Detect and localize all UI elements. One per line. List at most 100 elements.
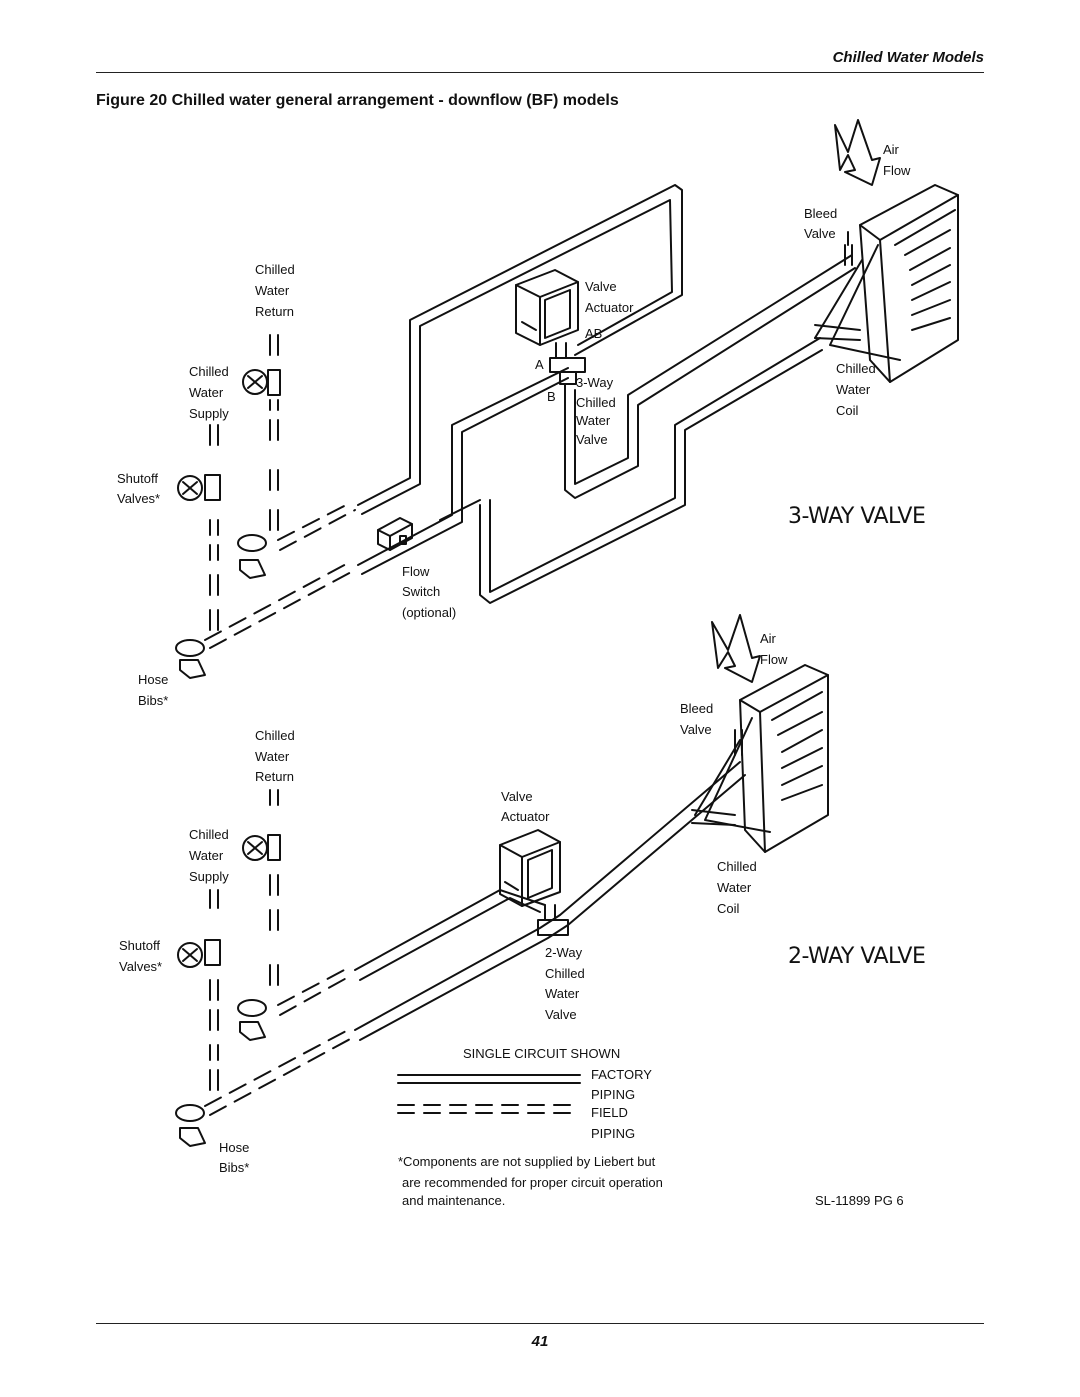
bottom-valve-actuator-label: Valve Actuator [501,789,550,824]
svg-text:Air: Air [883,142,900,157]
svg-text:Valve: Valve [545,1007,577,1022]
svg-text:Supply: Supply [189,406,229,421]
svg-text:Flow: Flow [760,652,788,667]
svg-text:Valve: Valve [585,279,617,294]
svg-text:Water: Water [576,413,611,428]
svg-text:Chilled: Chilled [836,361,876,376]
svg-text:Bibs*: Bibs* [219,1160,249,1175]
bottom-hose-bibs-label: Hose Bibs* [219,1140,249,1175]
top-shutoff-valve-icon [177,369,281,579]
top-field-piping-dashed [204,502,356,649]
svg-text:Flow: Flow [883,163,911,178]
svg-text:Return: Return [255,769,294,784]
legend-field-piping-label: FIELD PIPING [591,1105,635,1141]
page-number: 41 [531,1333,549,1350]
legend-title: SINGLE CIRCUIT SHOWN [463,1046,620,1061]
svg-text:Water: Water [189,848,224,863]
legend-factory-piping-label: FACTORY PIPING [591,1067,652,1102]
footnote: *Components are not supplied by Liebert … [398,1154,663,1208]
flow-switch-icon [377,517,413,551]
svg-text:Valve: Valve [576,432,608,447]
svg-text:Chilled: Chilled [189,827,229,842]
bottom-chilled-water-coil-icon [691,664,829,853]
svg-text:Bibs*: Bibs* [138,693,168,708]
top-air-flow-arrow-icon [834,119,881,186]
two-way-valve-label: 2-Way Chilled Water Valve [545,945,585,1022]
figure-title: Figure 20 Chilled water general arrangem… [96,92,619,109]
svg-text:Hose: Hose [138,672,168,687]
svg-text:Flow: Flow [402,564,430,579]
svg-text:3-Way: 3-Way [576,375,614,390]
svg-text:*Components are not supplied b: *Components are not supplied by Liebert … [398,1154,656,1169]
legend-field-piping-line [397,1104,581,1114]
bottom-shutoff-valves-label: Shutoff Valves* [119,938,162,974]
svg-text:Valve: Valve [501,789,533,804]
section-header-title: Chilled Water Models [832,49,984,66]
bottom-bleed-valve-label: Bleed Valve [680,701,713,737]
svg-text:Coil: Coil [836,403,859,418]
top-air-flow-label: Air Flow [883,142,911,178]
svg-text:Bleed: Bleed [804,206,837,221]
svg-text:Coil: Coil [717,901,740,916]
svg-text:Water: Water [255,283,290,298]
top-chilled-water-supply-label: Chilled Water Supply [189,364,229,421]
svg-text:Return: Return [255,304,294,319]
top-valve-actuator-label: Valve Actuator [585,279,634,315]
bottom-hose-bib-icon [175,1104,206,1147]
svg-text:PIPING: PIPING [591,1087,635,1102]
svg-text:FACTORY: FACTORY [591,1067,652,1082]
header-rule [96,72,984,73]
svg-text:Chilled: Chilled [717,859,757,874]
drawing-id: SL-11899 PG 6 [815,1193,904,1208]
svg-text:Valves*: Valves* [119,959,162,974]
svg-text:Actuator: Actuator [585,300,634,315]
port-b-label: B [547,389,556,404]
flow-switch-label: Flow Switch (optional) [402,564,456,620]
bottom-shutoff-valve-icon [177,834,281,1041]
top-chilled-water-return-label: Chilled Water Return [255,262,295,319]
top-lower-loop-pipe [439,337,823,604]
top-return-pipe [357,184,683,515]
svg-text:(optional): (optional) [402,605,456,620]
svg-text:Chilled: Chilled [255,262,295,277]
top-hose-bib-icon [175,639,206,679]
svg-text:Water: Water [255,749,290,764]
svg-text:Switch: Switch [402,584,440,599]
footer-rule [96,1323,984,1324]
bottom-shutoff-valve-columns [209,789,279,1091]
top-shutoff-valves-label: Shutoff Valves* [117,471,160,506]
svg-text:Valve: Valve [680,722,712,737]
svg-text:Bleed: Bleed [680,701,713,716]
svg-text:Chilled: Chilled [189,364,229,379]
top-bypass-pipe [564,254,856,499]
top-hose-bibs-label: Hose Bibs* [138,672,168,708]
svg-text:Valves*: Valves* [117,491,160,506]
svg-text:Supply: Supply [189,869,229,884]
svg-text:Air: Air [760,631,777,646]
svg-text:Valve: Valve [804,226,836,241]
svg-text:Chilled: Chilled [576,395,616,410]
svg-text:Water: Water [545,986,580,1001]
svg-text:Water: Water [189,385,224,400]
top-shutoff-valve-columns [209,334,279,631]
svg-text:are recommended for proper cir: are recommended for proper circuit opera… [402,1175,663,1190]
svg-text:and maintenance.: and maintenance. [402,1193,505,1208]
svg-text:2-Way: 2-Way [545,945,583,960]
port-ab-label: AB [585,326,602,341]
bottom-chilled-water-return-label: Chilled Water Return [255,728,295,784]
legend-factory-piping-line [397,1074,581,1084]
bottom-chilled-water-coil-label: Chilled Water Coil [717,859,757,916]
two-way-valve-heading: 2-WAY VALVE [788,944,925,969]
bottom-return-pipe [354,761,746,1041]
bottom-chilled-water-supply-label: Chilled Water Supply [189,827,229,884]
svg-text:FIELD: FIELD [591,1105,628,1120]
bottom-air-flow-label: Air Flow [760,631,788,667]
svg-text:Hose: Hose [219,1140,249,1155]
svg-text:Actuator: Actuator [501,809,550,824]
three-way-valve-heading: 3-WAY VALVE [788,504,925,529]
top-valve-actuator-icon [515,269,586,385]
three-way-valve-label: 3-Way Chilled Water Valve [576,375,616,447]
svg-text:Water: Water [717,880,752,895]
svg-text:Chilled: Chilled [545,966,585,981]
